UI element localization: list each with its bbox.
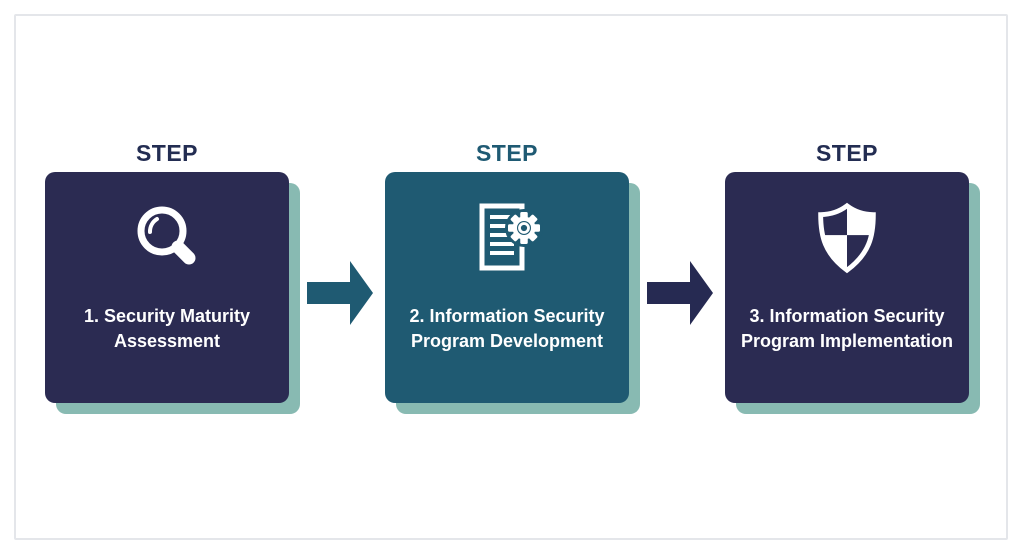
step-2-title: 2. Information Security Program Developm… [409, 304, 604, 354]
step-2-group: STEP [385, 139, 629, 403]
step-1-title-line-2: Assessment [113, 331, 221, 351]
step-2-title-line-2: Program Development [410, 331, 604, 351]
step-3-title-line-1: 3. Information Security [749, 306, 945, 326]
step-1-title: 1. Security Maturity Assessment [84, 304, 250, 354]
step-3-title-line-2: Program Implementation [740, 331, 954, 351]
shield-icon [818, 202, 876, 274]
step-3-icon-wrap [809, 198, 885, 280]
step-1-icon-wrap [126, 198, 208, 280]
step-1-group: STEP 1. Security Maturity Assessment [45, 139, 289, 403]
document-gear-icon [479, 203, 543, 271]
step-2-label: STEP [475, 140, 539, 166]
step-3-title: 3. Information Security Program Implemen… [741, 304, 953, 354]
step-3-group: STEP 3. Information Securi [725, 139, 969, 403]
step-1-card: 1. Security Maturity Assessment [45, 172, 289, 403]
arrow-right-icon [307, 261, 373, 325]
step-2-title-line-1: 2. Information Security [409, 306, 605, 326]
step-3-card: 3. Information Security Program Implemen… [725, 172, 969, 403]
step-2-card: 2. Information Security Program Developm… [385, 172, 629, 403]
step-1-label: STEP [135, 140, 199, 166]
arrow-right-icon [647, 261, 713, 325]
step-3-label: STEP [815, 140, 879, 166]
search-icon [137, 206, 196, 265]
step-1-title-line-1: 1. Security Maturity [83, 306, 251, 326]
step-2-icon-wrap [467, 198, 547, 280]
